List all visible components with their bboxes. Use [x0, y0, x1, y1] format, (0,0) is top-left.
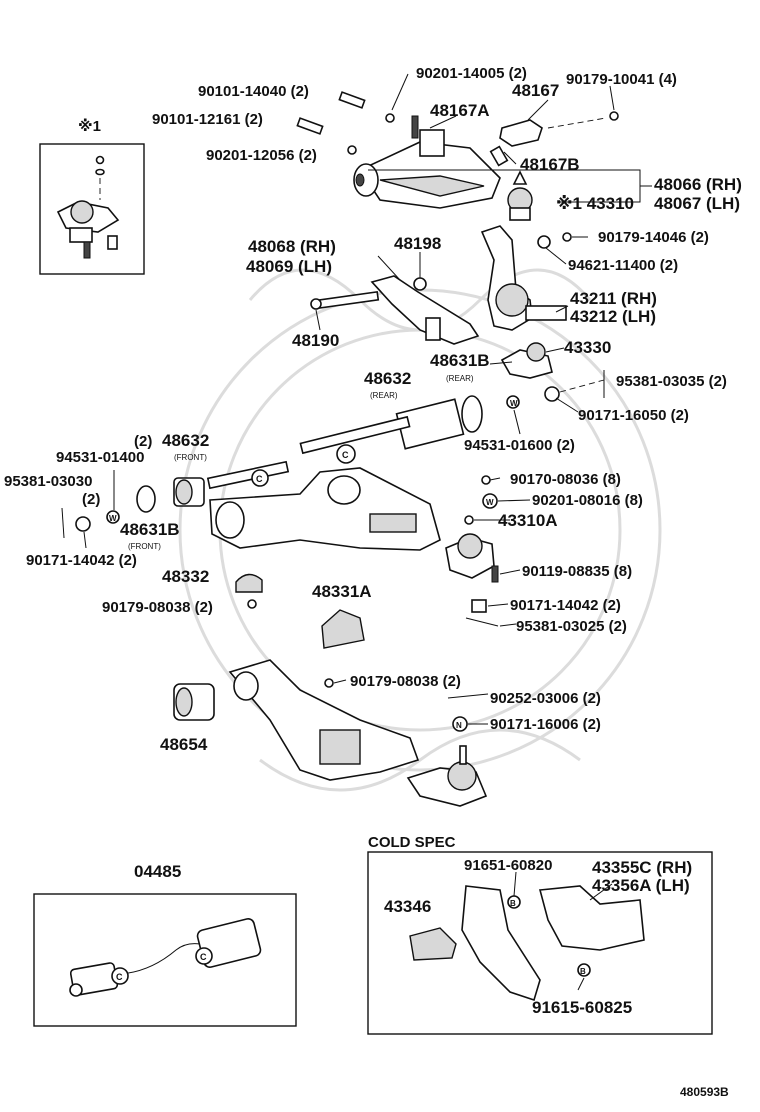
- label-48632-front: 48632: [162, 431, 209, 450]
- label-48167b: 48167B: [520, 155, 580, 174]
- label-rear-a: (REAR): [446, 374, 474, 383]
- label-48654: 48654: [160, 735, 208, 754]
- label-48632-front-qty: (2): [134, 433, 152, 450]
- label-04485: 04485: [134, 862, 181, 881]
- label-rear-b: (REAR): [370, 391, 398, 400]
- label-48068: 48068 (RH): [248, 237, 336, 256]
- clamp-marker-box2: C: [116, 972, 123, 982]
- label-91615-60825: 91615-60825: [532, 998, 632, 1017]
- clamp-marker: C: [342, 450, 349, 460]
- label-48190: 48190: [292, 331, 339, 350]
- label-43346: 43346: [384, 897, 431, 916]
- label-90201-14005: 90201-14005 (2): [416, 65, 527, 82]
- label-90179-08038-left: 90179-08038 (2): [102, 599, 213, 616]
- label-94531-01400: 94531-01400: [56, 449, 144, 466]
- label-95381-03030: 95381-03030: [4, 473, 92, 490]
- inset-ball-joint-box: ※1: [39, 117, 145, 275]
- lower-arm-48654: N: [173, 659, 489, 807]
- upper-arm-assembly: [296, 91, 619, 221]
- label-90201-12056: 90201-12056 (2): [206, 147, 317, 164]
- lower-control-arm: [209, 467, 441, 551]
- nut-marker: N: [456, 721, 462, 730]
- cold-spec-box: B B: [367, 851, 713, 1035]
- washer-marker: W: [510, 399, 518, 408]
- label-48331a: 48331A: [312, 582, 372, 601]
- lower-ball-joint-43310a: W: [445, 475, 499, 627]
- rear-bushing-shaft: C: [299, 395, 483, 464]
- clamp-marker-box1: C: [200, 952, 207, 962]
- part-labels: 90201-14005 (2) 90179-10041 (4) 90101-14…: [4, 65, 742, 1099]
- label-front-a: (FRONT): [174, 453, 207, 462]
- label-43310a: 43310A: [498, 511, 558, 530]
- label-90101-12161: 90101-12161 (2): [152, 111, 263, 128]
- steering-knuckle: [480, 225, 572, 331]
- label-90201-08016: 90201-08016 (8): [532, 492, 643, 509]
- label-94621-11400: 94621-11400 (2): [568, 257, 678, 274]
- label-90179-08038-right: 90179-08038 (2): [350, 673, 461, 690]
- label-43330: 43330: [564, 338, 611, 357]
- label-48332: 48332: [162, 567, 209, 586]
- diagram-code: 480593B: [680, 1085, 729, 1099]
- label-95381-03035: 95381-03035 (2): [616, 373, 727, 390]
- label-90101-14040: 90101-14040 (2): [198, 83, 309, 100]
- label-43212: 43212 (LH): [570, 307, 656, 326]
- label-48167: 48167: [512, 81, 559, 100]
- label-48067: 48067 (LH): [654, 194, 740, 213]
- label-90170-08036: 90170-08036 (8): [510, 471, 621, 488]
- label-95381-03025: 95381-03025 (2): [516, 618, 627, 635]
- label-front-b: (FRONT): [128, 542, 161, 551]
- label-90171-16006: 90171-16006 (2): [490, 716, 601, 733]
- bolt-marker-2: B: [580, 967, 586, 976]
- label-91651-60820: 91651-60820: [464, 857, 552, 874]
- front-bushing-shaft: W C: [61, 460, 290, 539]
- inset-title: ※1: [78, 117, 101, 135]
- label-48069: 48069 (LH): [246, 257, 332, 276]
- label-94531-01600: 94531-01600 (2): [464, 437, 575, 454]
- washer-marker-left: W: [109, 514, 117, 523]
- label-90171-16050: 90171-16050 (2): [578, 407, 689, 424]
- label-90252-03006: 90252-03006 (2): [490, 690, 601, 707]
- strut-bar: [310, 275, 480, 345]
- label-48167a: 48167A: [430, 101, 490, 120]
- label-90179-14046: 90179-14046 (2): [598, 229, 709, 246]
- bolt-marker-1: B: [510, 899, 516, 908]
- lower-ball-joint-43330: W: [500, 342, 605, 409]
- label-48632-rear: 48632: [364, 369, 411, 388]
- label-43211: 43211 (RH): [570, 289, 657, 308]
- bumper-48332: [235, 573, 263, 609]
- washer-marker-8016: W: [486, 498, 494, 507]
- label-90119-08835: 90119-08835 (8): [522, 563, 632, 580]
- label-90179-10041: 90179-10041 (4): [566, 71, 677, 88]
- leader-lines: [83, 73, 652, 991]
- label-48198: 48198: [394, 234, 441, 253]
- label-43356a: 43356A (LH): [592, 876, 690, 895]
- box-04485: C C: [33, 893, 297, 1027]
- label-43310: ※1 43310: [556, 194, 634, 213]
- label-43355c: 43355C (RH): [592, 858, 692, 877]
- cold-spec-title: COLD SPEC: [368, 834, 456, 851]
- label-48631b-front: 48631B: [120, 520, 180, 539]
- label-48631b-rear: 48631B: [430, 351, 490, 370]
- label-90171-14042-right: 90171-14042 (2): [510, 597, 621, 614]
- label-90171-14042-left: 90171-14042 (2): [26, 552, 137, 569]
- label-48066: 48066 (RH): [654, 175, 742, 194]
- bumper-48331a: [321, 609, 365, 649]
- clamp-marker-front: C: [256, 474, 263, 484]
- label-95381-03030-qty: (2): [82, 491, 100, 508]
